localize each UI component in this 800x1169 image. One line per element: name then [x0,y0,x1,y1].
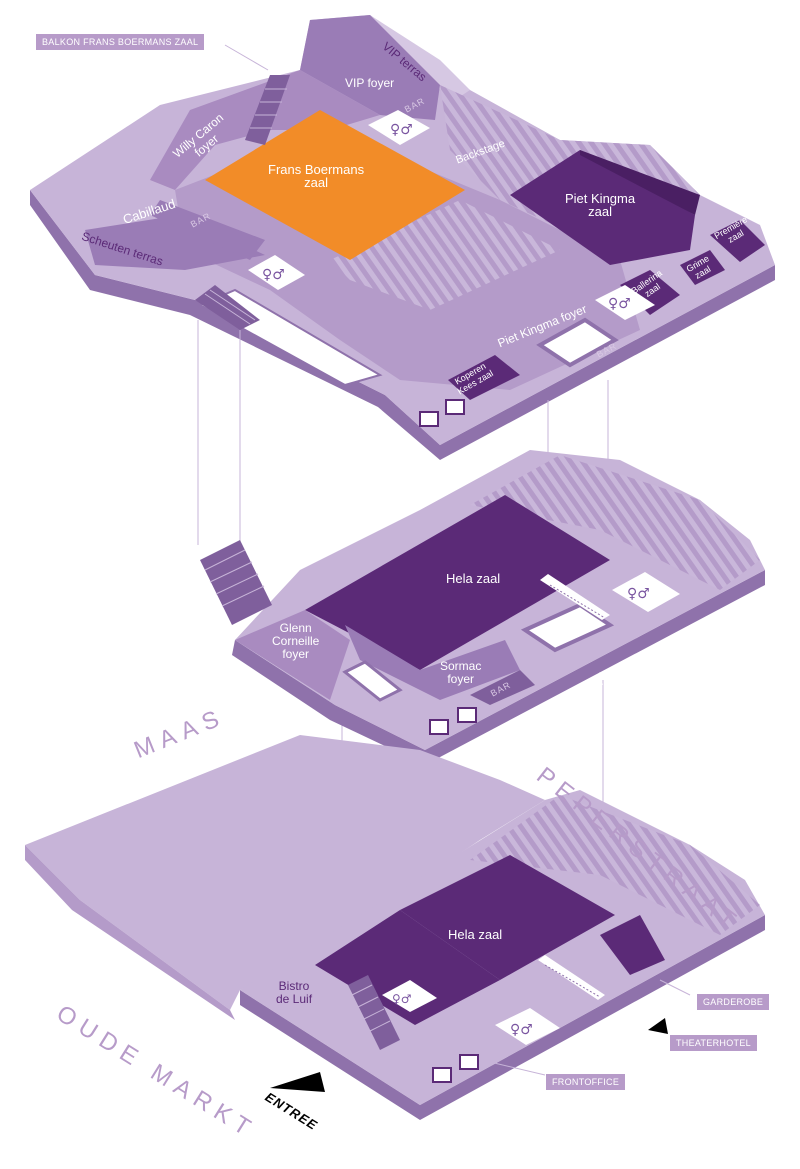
sormac-bar [470,670,535,705]
piet-kingma-zaal-label: Piet Kingma zaal [565,191,636,219]
ground-floor: ♀♂ ♀♂ [25,735,765,1120]
svg-text:♀♂: ♀♂ [627,586,650,602]
vip-foyer-area [300,15,440,120]
lift-icon-mid-1 [429,719,449,735]
svg-text:♀♂: ♀♂ [608,296,631,312]
glenn-corneille-area [235,610,350,700]
toilet-icon-top-3 [595,285,655,320]
bistro-label: Bistro de Luif [276,979,313,1006]
lift-icon-mid-2 [457,707,477,723]
frans-boermans-zaal [205,110,465,260]
hela-zaal-ground-label: Hela zaal [448,927,503,942]
middle-elevator-void [520,602,615,653]
hela-zaal-ground [400,855,615,980]
koperen-kees-zaal [448,355,520,400]
middle-floor-side [232,570,765,765]
cabillaud-bar [150,200,265,260]
ground-plaza [25,735,545,1010]
glenn-corneille-label: Glenn Corneille foyer [272,621,320,661]
balkon-stairs [245,75,290,145]
top-floor: ♀♂ ♀♂ ♀♂ [30,15,775,460]
premiere-zaal [710,220,765,262]
toilet-icon-top-2 [248,255,305,290]
balkon-label: BALKON FRANS BOERMANS ZAAL [36,34,205,50]
sormac-label: Sormac foyer [440,659,482,686]
lift-icon-top-1 [419,411,439,427]
toilet-icon-ground-2 [495,1008,560,1045]
frans-boermans-label: Frans Boermans zaal [268,162,365,190]
ground-stairs [348,975,400,1050]
svg-text:♀♂: ♀♂ [262,267,285,283]
middle-floor: ♀♂ [200,450,765,765]
toilet-icon-mid [612,572,680,612]
theaterhotel-arrow [648,1018,668,1034]
middle-stairs [200,540,272,625]
garderobe-label: GARDEROBE [697,994,770,1010]
ballerina-zaal [620,270,680,315]
hela-zaal-middle [305,495,610,670]
svg-text:♀♂: ♀♂ [510,1022,533,1038]
lift-icon-top-2 [445,399,465,415]
toilet-icon-top-1 [368,110,430,145]
top-elevator-void [536,317,619,368]
theaterhotel-label: THEATERHOTEL [670,1035,757,1051]
vip-foyer-label: VIP foyer [345,76,395,90]
lift-icon-ground-2 [459,1054,479,1070]
toilet-icon-ground-1 [382,980,437,1012]
piet-kingma-zaal [510,150,695,265]
grime-zaal [680,250,725,285]
top-stairs [195,285,260,330]
frontoffice-label: FRONTOFFICE [546,1074,626,1090]
svg-text:♀♂: ♀♂ [390,122,413,138]
svg-text:♀♂: ♀♂ [392,992,412,1006]
entree-arrow [270,1072,325,1092]
hela-zaal-middle-label: Hela zaal [446,571,501,586]
lift-icon-ground-1 [432,1067,452,1083]
